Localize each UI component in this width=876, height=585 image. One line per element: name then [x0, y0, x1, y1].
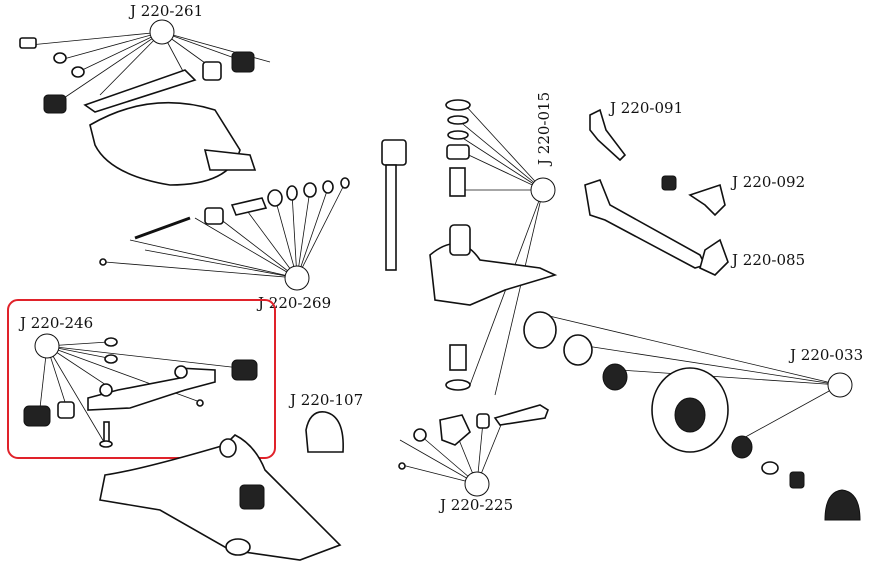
group-j220-269[interactable]: J 220-269: [99, 177, 350, 312]
callout-circle[interactable]: [284, 265, 310, 291]
parts: [19, 37, 257, 186]
group-j220-085[interactable]: J 220-085: [584, 179, 805, 276]
group-j220-246[interactable]: J 220-246: [18, 314, 258, 448]
tie-rod-assembly: [584, 179, 707, 269]
callout-label: J 220-015: [535, 92, 553, 167]
callout-label: J 220-246: [18, 314, 93, 332]
callout-circle[interactable]: [149, 19, 175, 45]
lower-control-arm: [99, 434, 342, 561]
rubber-cap: [305, 411, 344, 453]
group-j220-261[interactable]: J 220-261: [19, 2, 271, 186]
parts: [381, 99, 558, 391]
parts: [23, 337, 258, 448]
callout-label: J 220-091: [608, 99, 683, 117]
leader-lines: [104, 182, 346, 279]
callout-circle[interactable]: [34, 333, 60, 359]
callout-label: J 220-107: [288, 391, 363, 409]
tie-rod-end: [589, 108, 627, 162]
callout-circle[interactable]: [530, 177, 556, 203]
highlight-box: [7, 299, 276, 459]
callout-label: J 220-269: [256, 294, 331, 312]
callout-circle[interactable]: [827, 372, 853, 398]
group-j220-091[interactable]: J 220-091: [589, 99, 683, 162]
callout-label: J 220-033: [788, 346, 863, 364]
parts: [523, 311, 861, 521]
group-j220-225[interactable]: J 220-225: [398, 404, 549, 514]
tie-rod-end: [688, 183, 726, 217]
callout-label: J 220-225: [438, 496, 513, 514]
callout-label: J 220-092: [730, 173, 805, 191]
leader-lines: [544, 314, 841, 441]
group-j220-092[interactable]: J 220-092: [661, 173, 805, 217]
group-j220-107[interactable]: J 220-107: [288, 391, 363, 453]
callout-circle[interactable]: [464, 471, 490, 497]
callout-label: J 220-261: [128, 2, 203, 20]
group-j220-015[interactable]: J 220-015: [381, 92, 558, 396]
group-j220-033[interactable]: J 220-033: [523, 311, 863, 521]
callout-label: J 220-085: [730, 251, 805, 269]
parts: [398, 404, 549, 470]
parts: [99, 177, 350, 266]
